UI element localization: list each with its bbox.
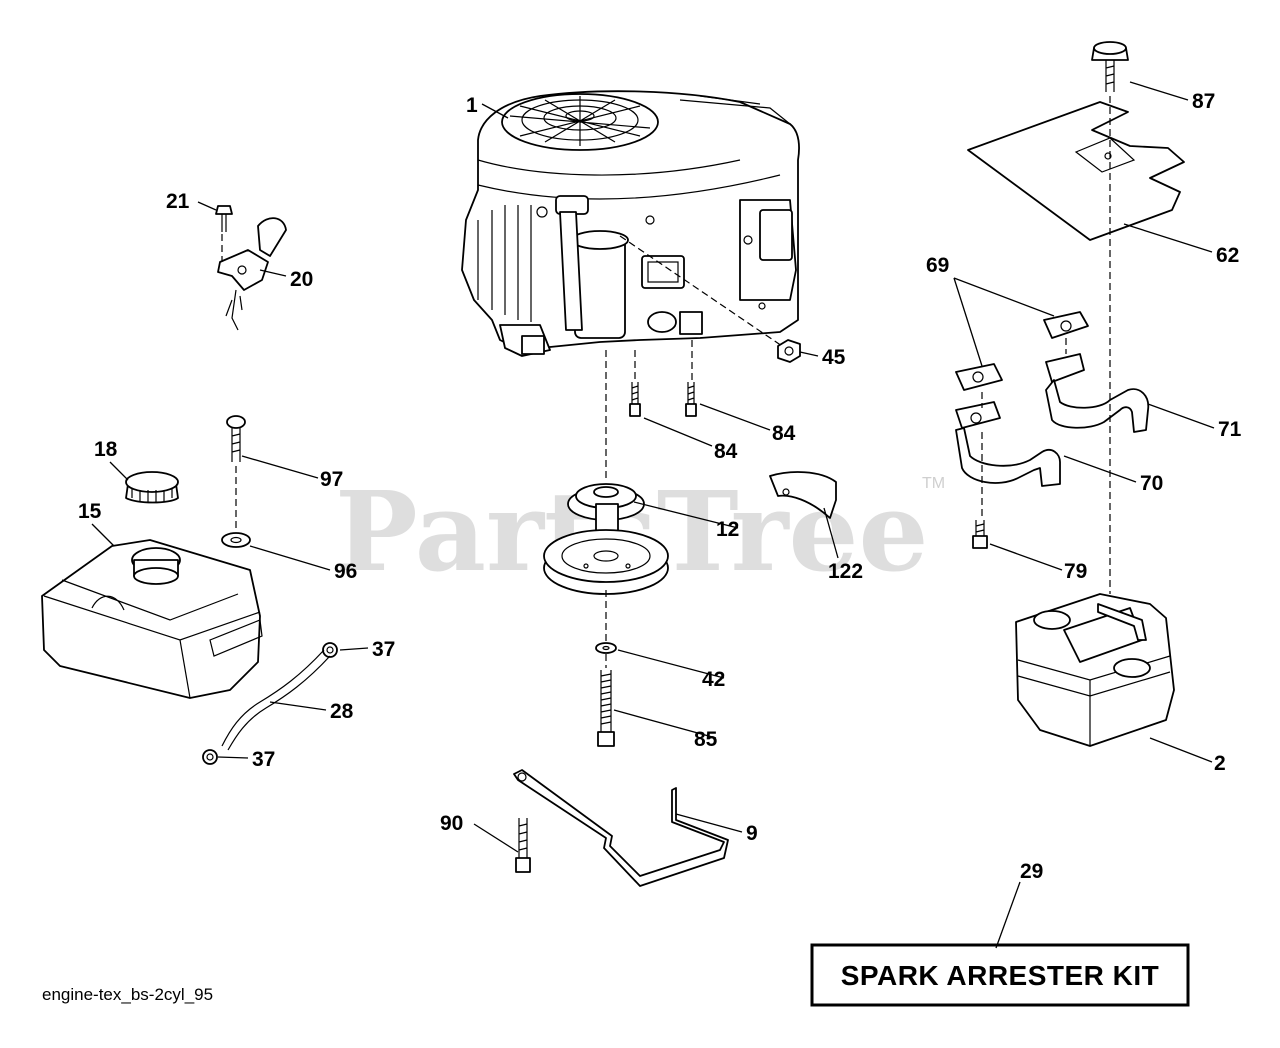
callout-28: 28 [330, 700, 354, 723]
callout-79: 79 [1064, 560, 1087, 583]
callout-1: 1 [466, 94, 478, 117]
watermark-tm: TM [922, 475, 945, 492]
callouts: 1 2 9 12 15 18 20 21 28 29 37 37 42 45 6… [78, 90, 1242, 883]
engine-part-1[interactable] [461, 90, 800, 357]
callout-70: 70 [1140, 472, 1163, 495]
alignment-lines [221, 96, 1111, 668]
spark-screen-part-62[interactable] [967, 101, 1185, 241]
diagram-caption: engine-tex_bs-2cyl_95 [42, 985, 213, 1004]
bolt-part-84a[interactable] [629, 382, 641, 417]
gasket-part-69b[interactable] [955, 363, 1003, 391]
fuel-line-part-28[interactable] [221, 649, 331, 751]
leader-lines [91, 81, 1215, 949]
clamp-part-37a[interactable] [322, 642, 338, 658]
throttle-control-part-20[interactable] [217, 217, 287, 331]
washer-part-42[interactable] [595, 642, 617, 654]
callout-2: 2 [1214, 752, 1226, 775]
screw-part-97[interactable] [226, 415, 246, 462]
gasket-part-69a[interactable] [1043, 311, 1089, 339]
callout-69: 69 [926, 254, 949, 277]
callout-9: 9 [746, 822, 758, 845]
bolt-part-90[interactable] [515, 818, 531, 873]
belt-guard-part-122[interactable] [769, 471, 837, 519]
callout-122: 122 [828, 560, 863, 583]
clamp-part-37b[interactable] [202, 749, 218, 765]
bracket-part-9[interactable] [513, 769, 729, 887]
callout-85: 85 [694, 728, 718, 751]
callout-37b: 37 [252, 748, 275, 771]
callout-21: 21 [166, 190, 190, 213]
knob-part-87[interactable] [1091, 41, 1129, 92]
bolt-part-85[interactable] [597, 670, 615, 747]
callout-96: 96 [334, 560, 357, 583]
washer-part-96[interactable] [221, 532, 251, 548]
callout-37a: 37 [372, 638, 395, 661]
bolt-part-79[interactable] [972, 520, 988, 549]
callout-87: 87 [1192, 90, 1215, 113]
callout-84a: 84 [772, 422, 796, 445]
spark-arrester-kit-label: SPARK ARRESTER KIT [841, 960, 1160, 991]
callout-15: 15 [78, 500, 102, 523]
screw-part-21[interactable] [215, 205, 233, 232]
nut-part-45[interactable] [777, 339, 801, 363]
pulley-part-large[interactable] [543, 529, 669, 595]
exhaust-pipe-part-70[interactable] [955, 401, 1061, 487]
callout-90: 90 [440, 812, 463, 835]
muffler-part-2[interactable] [1015, 593, 1175, 747]
fuel-cap-part-18[interactable] [125, 471, 179, 504]
callout-84b: 84 [714, 440, 738, 463]
callout-42: 42 [702, 668, 725, 691]
callout-45: 45 [822, 346, 846, 369]
spark-arrester-kit-box: SPARK ARRESTER KIT [810, 943, 1190, 1007]
callout-18: 18 [94, 438, 118, 461]
callout-29: 29 [1020, 860, 1043, 883]
bolt-part-84b[interactable] [685, 382, 697, 417]
exhaust-pipe-part-71[interactable] [1045, 353, 1150, 433]
fuel-tank-part-15[interactable] [41, 539, 263, 699]
callout-20: 20 [290, 268, 313, 291]
callout-62: 62 [1216, 244, 1239, 267]
callout-97: 97 [320, 468, 343, 491]
callout-12: 12 [716, 518, 739, 541]
callout-71: 71 [1218, 418, 1242, 441]
